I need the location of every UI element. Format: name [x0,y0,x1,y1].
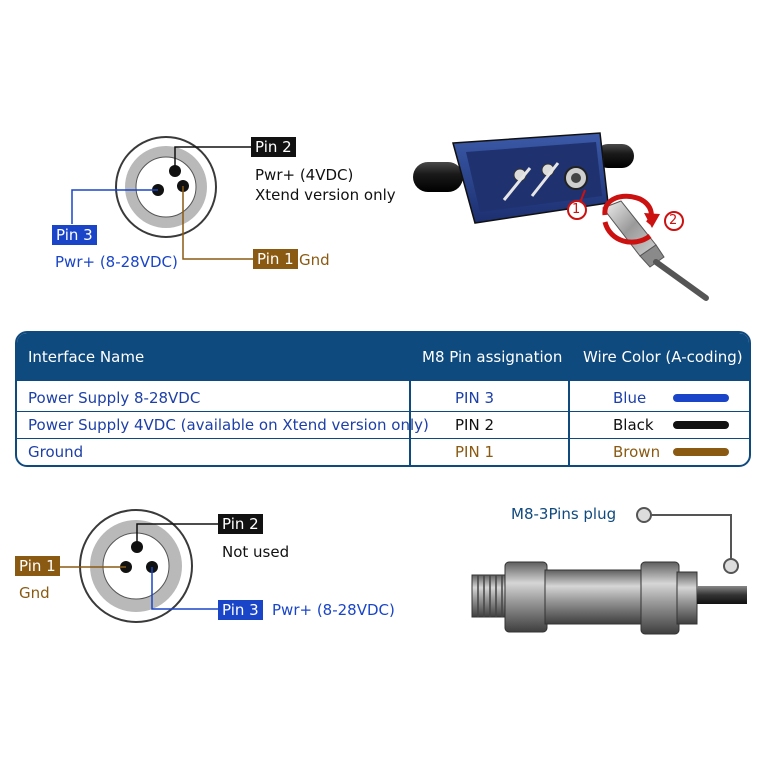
row-wire-swatch-brown [673,448,729,456]
plug-leader-end-dot [723,558,739,574]
top-pin2-desc-line2: Xtend version only [255,186,396,204]
plug-coupling-nut [504,561,548,633]
bottom-pin3-desc: Pwr+ (8-28VDC) [272,601,395,619]
plug-grip [640,561,680,635]
device-step1-number: 1 [572,202,581,217]
bottom-pin1-tag: Pin 1 [15,556,60,576]
plug-body [544,569,644,625]
header-interface-name: Interface Name [28,348,145,366]
top-pin2-leader [174,146,254,171]
plug-label: M8-3Pins plug [511,505,617,523]
column-divider-1 [409,381,411,465]
row-color-name: Blue [613,389,647,407]
device-slot-2 [530,162,560,197]
device-step2-badge [664,211,684,231]
device-step1-badge [567,200,587,220]
table-row: Ground PIN 1 Brown [17,438,749,465]
bottom-pin1-desc: Gnd [19,584,50,602]
bottom-pin2-tag: Pin 2 [218,514,263,534]
top-connector-face [135,156,197,218]
row-divider [17,411,749,412]
device-panel [466,142,602,212]
plug-cable [697,586,747,604]
header-wire-color: Wire Color (A-coding) [583,348,743,366]
bottom-pin2-leader [136,523,220,547]
table-row: Power Supply 4VDC (available on Xtend ve… [17,411,749,439]
row-color-name: Black [613,416,654,434]
plug-thread-ridges [477,575,503,617]
top-pin3-leader [71,189,158,224]
device-power-socket-core [571,173,581,183]
row-wire-swatch-black [673,421,729,429]
device-cable-plug-tail [639,244,665,268]
top-pin1-desc: Gnd [299,251,330,269]
device-rotation-arrowhead [644,213,660,228]
top-pin1-leader [182,186,253,260]
row-divider [17,438,749,439]
row-pin: PIN 1 [455,443,495,461]
row-interface-name: Power Supply 8-28VDC [28,389,201,407]
row-color-name: Brown [613,443,661,461]
device-cable [653,259,709,301]
plug-leader-line [651,514,732,560]
row-pin: PIN 2 [455,416,495,434]
device-left-cap [413,162,463,192]
top-pin3-tag: Pin 3 [52,225,97,245]
row-wire-swatch-blue [673,394,729,402]
device-step2-number: 2 [669,213,678,228]
device-slot-1 [502,167,532,201]
column-divider-2 [568,381,570,465]
table-header: Interface Name M8 Pin assignation Wire C… [17,333,749,381]
plug-leader-dot [636,507,652,523]
table-row: Power Supply 8-28VDC PIN 3 Blue [17,384,749,412]
device-right-cap [596,144,634,168]
top-pin1-tag: Pin 1 [253,249,298,269]
row-pin: PIN 3 [455,389,495,407]
bottom-pin2-desc: Not used [222,543,290,561]
device-rotation-arrow-lower [602,221,652,245]
plug-tail-sleeve [676,571,698,625]
header-pin-assignation: M8 Pin assignation [422,348,563,366]
top-pin2-tag: Pin 2 [251,137,296,157]
bottom-pin3-leader [151,567,220,610]
row-interface-name: Ground [28,443,84,461]
top-pin2-desc-line1: Pwr+ (4VDC) [255,166,354,184]
row-interface-name: Power Supply 4VDC (available on Xtend ve… [28,416,429,434]
top-pin3-desc: Pwr+ (8-28VDC) [55,253,178,271]
bottom-pin3-tag: Pin 3 [218,600,263,620]
pin-assignment-table: Interface Name M8 Pin assignation Wire C… [15,331,751,467]
